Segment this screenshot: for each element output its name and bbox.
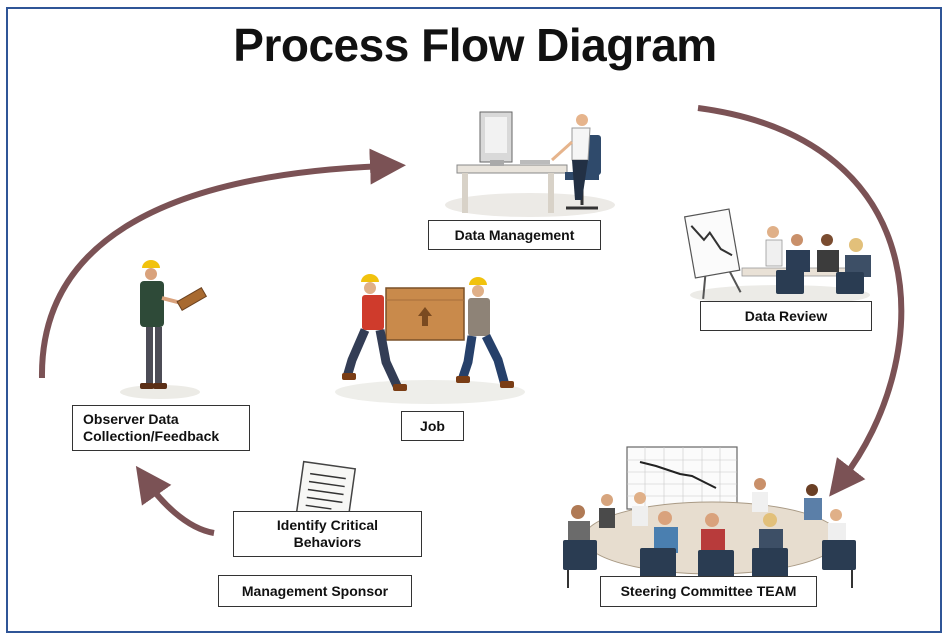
page-title: Process Flow Diagram — [233, 19, 717, 71]
label-job: Job — [401, 411, 464, 441]
arrow-identify-to-observer — [135, 465, 215, 536]
observer-label-line2: Collection/Feedback — [83, 428, 220, 444]
observer-label-line1: Observer Data — [83, 411, 179, 427]
label-identify-critical-behaviors: Identify Critical Behaviors — [233, 511, 422, 557]
arrow-data-management-to-steering — [697, 105, 905, 497]
label-data-review: Data Review — [700, 301, 872, 331]
label-data-management: Data Management — [428, 220, 601, 250]
label-steering-committee-team: Steering Committee TEAM — [600, 576, 817, 607]
label-observer-data-collection: Observer Data Collection/Feedback — [72, 405, 250, 451]
identify-label-line2: Behaviors — [293, 534, 362, 550]
workers-carrying-box-icon — [335, 274, 525, 404]
computer-workstation-icon — [445, 111, 615, 217]
observer-with-clipboard-icon — [120, 260, 208, 399]
identify-label-line1: Identify Critical — [276, 517, 379, 533]
presentation-meeting-icon — [683, 208, 871, 305]
conference-room-icon — [563, 446, 856, 588]
arrow-observer-to-data-management — [38, 148, 406, 379]
label-management-sponsor: Management Sponsor — [218, 575, 412, 607]
